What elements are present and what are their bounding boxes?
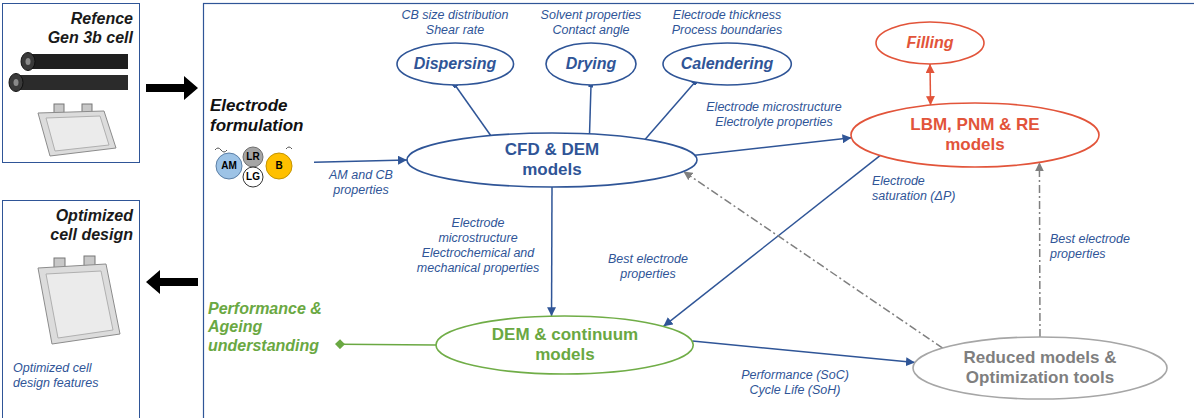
roll-core	[26, 58, 31, 65]
output-arrow	[146, 270, 198, 294]
ellipse-shape	[407, 133, 697, 187]
block-heading: Electrode formulation	[210, 96, 314, 136]
ellipse-shape	[913, 337, 1167, 399]
ellipse-shape	[546, 43, 636, 85]
reference-cell-box: Refence Gen 3b cell	[2, 3, 140, 163]
process-name: Dispersing	[414, 55, 497, 73]
pouch-cell-face	[46, 116, 109, 151]
flow-note: Best electrode properties	[598, 252, 698, 282]
formulation-block: Electrode formulation	[210, 96, 314, 188]
edge-label: Best electrode properties	[1050, 232, 1150, 262]
process-ellipse: Drying	[545, 42, 637, 86]
flow-connector	[695, 138, 852, 156]
roll-core	[14, 79, 19, 86]
electrode-sheet	[16, 75, 128, 90]
input-arrow	[146, 76, 198, 100]
flow-connector	[1039, 162, 1041, 337]
process-name: Filling	[906, 34, 953, 52]
model-ellipse: DEM & continuum models	[435, 315, 694, 375]
flow-connector	[314, 160, 407, 162]
ellipse-shape	[663, 43, 791, 85]
box-heading: Optimized cell design	[39, 206, 133, 244]
flow-connector	[551, 187, 553, 316]
process-name: Drying	[566, 55, 617, 73]
ellipse-shape	[876, 22, 984, 64]
box-note: Optimized cell design features	[13, 361, 125, 391]
edge-label: Electrode microstructure Electrolyte pro…	[700, 100, 848, 130]
flow-connector	[340, 343, 436, 345]
edge-label: Electrode saturation (ΔP)	[872, 174, 972, 204]
electrode-sheet	[28, 54, 128, 69]
optimized-cell-box: Optimized cell designOptimized cell desi…	[2, 200, 140, 418]
parameter-note: Solvent properties Contact angle	[526, 8, 656, 38]
model-name: CFD & DEM models	[502, 140, 602, 179]
active-material-particle	[216, 153, 242, 179]
edge-label: Performance (SoC) Cycle Life (SoH)	[735, 368, 855, 398]
icon-label: AM	[217, 160, 241, 172]
ellipse-shape	[397, 43, 514, 85]
pouch-cell	[38, 264, 120, 344]
model-ellipse: CFD & DEM models	[406, 132, 698, 188]
cell-tab	[54, 104, 64, 113]
ellipse-shape	[851, 103, 1099, 167]
pouch-cell-face	[46, 271, 113, 338]
edge-label: AM and CB properties	[318, 168, 404, 198]
model-name: DEM & continuum models	[487, 325, 642, 364]
process-ellipse: Calendering	[662, 42, 792, 86]
process-name: Calendering	[681, 55, 773, 73]
parameter-note: CB size distribution Shear rate	[390, 8, 520, 38]
outcome-block: Performance & Ageing understanding	[208, 300, 340, 355]
binder-particle	[266, 153, 292, 179]
flow-connector	[692, 341, 915, 363]
model-name: LBM, PNM & RE models	[905, 115, 1045, 154]
model-name: Reduced models & Optimization tools	[960, 348, 1120, 387]
flow-connector	[929, 64, 931, 105]
pouch-cell	[38, 111, 116, 156]
icon-label: B	[267, 160, 291, 172]
model-ellipse: Reduced models & Optimization tools	[912, 336, 1168, 400]
icon-label: LG	[241, 171, 265, 183]
parameter-note: Electrode thickness Process boundaries	[662, 8, 792, 38]
ellipse-shape	[436, 316, 693, 374]
model-ellipse: LBM, PNM & RE models	[850, 102, 1100, 168]
process-ellipse: Dispersing	[396, 42, 515, 86]
edge-label: Electrode microstructure Electrochemical…	[412, 216, 544, 276]
icon-label: LR	[241, 151, 265, 163]
electrode-roll	[9, 74, 23, 92]
flow-connector	[645, 82, 695, 139]
flow-connector	[455, 85, 491, 136]
outcome-heading: Performance & Ageing understanding	[208, 300, 340, 355]
process-ellipse: Filling	[875, 21, 985, 65]
electrode-roll	[21, 53, 35, 71]
flow-connector	[590, 85, 591, 134]
binder-strand	[286, 147, 292, 149]
main-frame	[204, 4, 1194, 418]
box-heading: Refence Gen 3b cell	[39, 9, 133, 47]
binder-strand	[215, 148, 227, 152]
flow-connector	[664, 156, 881, 327]
